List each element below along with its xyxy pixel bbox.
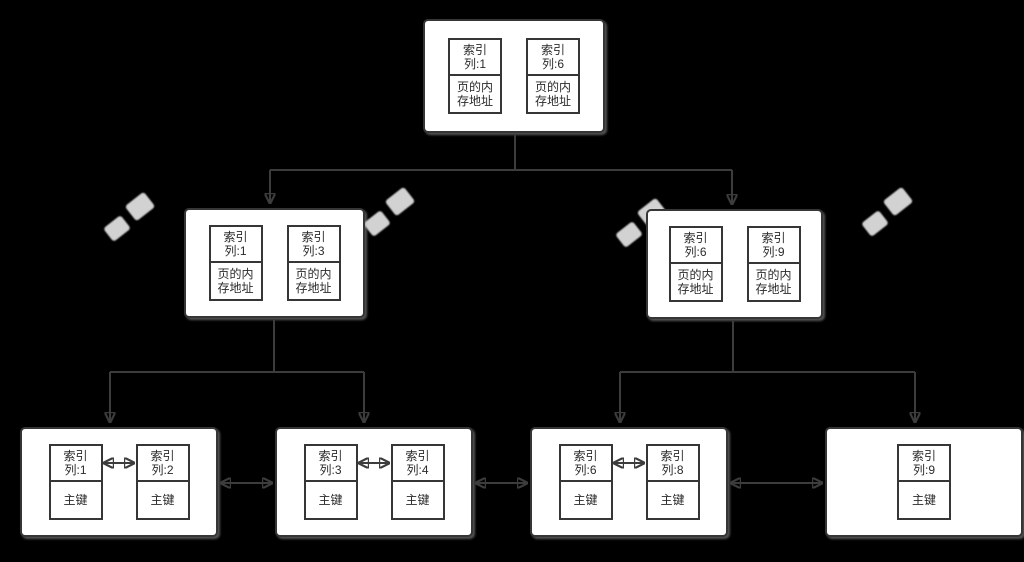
index-cell: 索引 列:3 主键	[303, 444, 358, 520]
index-cell-key: 索引 列:9	[899, 446, 949, 482]
watermark-glyph	[103, 215, 131, 242]
index-cell-value: 主键	[911, 493, 936, 507]
index-cell-value: 页的内 存地址	[217, 267, 254, 295]
index-cell: 索引 列:6 页的内 存地址	[668, 226, 723, 302]
watermark	[360, 185, 416, 241]
index-cell-value: 页的内 存地址	[456, 80, 493, 108]
index-cell-value: 主键	[150, 493, 175, 507]
watermark	[100, 190, 156, 246]
watermark-glyph	[363, 210, 391, 237]
index-cell-value: 主键	[318, 493, 343, 507]
index-cell: 索引 列:3 页的内 存地址	[286, 225, 341, 301]
index-cell-value: 主键	[573, 493, 598, 507]
index-cell-key: 索引 列:2	[137, 446, 188, 482]
index-cell-key: 索引 列:1	[450, 40, 500, 76]
index-cell: 索引 列:1 页的内 存地址	[448, 38, 502, 114]
index-cell-key: 索引 列:6	[528, 40, 578, 76]
index-cell-value: 主键	[660, 493, 685, 507]
index-cell-key: 索引 列:3	[305, 446, 356, 482]
index-cell: 索引 列:9 页的内 存地址	[746, 226, 801, 302]
index-cell-value: 主键	[405, 493, 430, 507]
watermark-glyph	[384, 186, 416, 217]
index-cell: 索引 列:1 主键	[48, 444, 103, 520]
index-cell-key: 索引 列:1	[50, 446, 101, 482]
index-cell: 索引 列:4 主键	[390, 444, 445, 520]
index-cell-key: 索引 列:8	[647, 446, 698, 482]
index-cell: 索引 列:6 主键	[558, 444, 613, 520]
index-cell-key: 索引 列:4	[392, 446, 443, 482]
node-leaf-3: 索引 列:6 主键 索引 列:8 主键	[530, 427, 728, 537]
index-cell: 索引 列:8 主键	[645, 444, 700, 520]
watermark-glyph	[882, 186, 914, 217]
index-cell-value: 页的内 存地址	[677, 268, 714, 296]
index-cell-value: 页的内 存地址	[295, 267, 332, 295]
index-cell-key: 索引 列:6	[670, 228, 721, 264]
node-leaf-1: 索引 列:1 主键 索引 列:2 主键	[20, 427, 218, 537]
watermark-glyph	[124, 191, 156, 222]
index-cell-value: 页的内 存地址	[755, 268, 792, 296]
index-cell-key: 索引 列:3	[288, 227, 339, 263]
index-cell-key: 索引 列:1	[210, 227, 261, 263]
index-cell-key: 索引 列:6	[560, 446, 611, 482]
index-cell-key: 索引 列:9	[748, 228, 799, 264]
index-cell: 索引 列:2 主键	[135, 444, 190, 520]
node-internal-right: 索引 列:6 页的内 存地址 索引 列:9 页的内 存地址	[646, 209, 823, 319]
index-cell-value: 主键	[63, 493, 88, 507]
node-internal-left: 索引 列:1 页的内 存地址 索引 列:3 页的内 存地址	[184, 208, 365, 318]
index-cell-value: 页的内 存地址	[534, 80, 571, 108]
watermark	[858, 185, 914, 241]
index-cell: 索引 列:6 页的内 存地址	[526, 38, 580, 114]
node-leaf-4: 索引 列:9 主键	[825, 427, 1023, 537]
node-leaf-2: 索引 列:3 主键 索引 列:4 主键	[275, 427, 473, 537]
watermark-glyph	[861, 210, 889, 237]
watermark-glyph	[615, 221, 643, 248]
node-root: 索引 列:1 页的内 存地址 索引 列:6 页的内 存地址	[423, 19, 605, 133]
index-cell: 索引 列:1 页的内 存地址	[208, 225, 263, 301]
index-cell: 索引 列:9 主键	[897, 444, 951, 520]
